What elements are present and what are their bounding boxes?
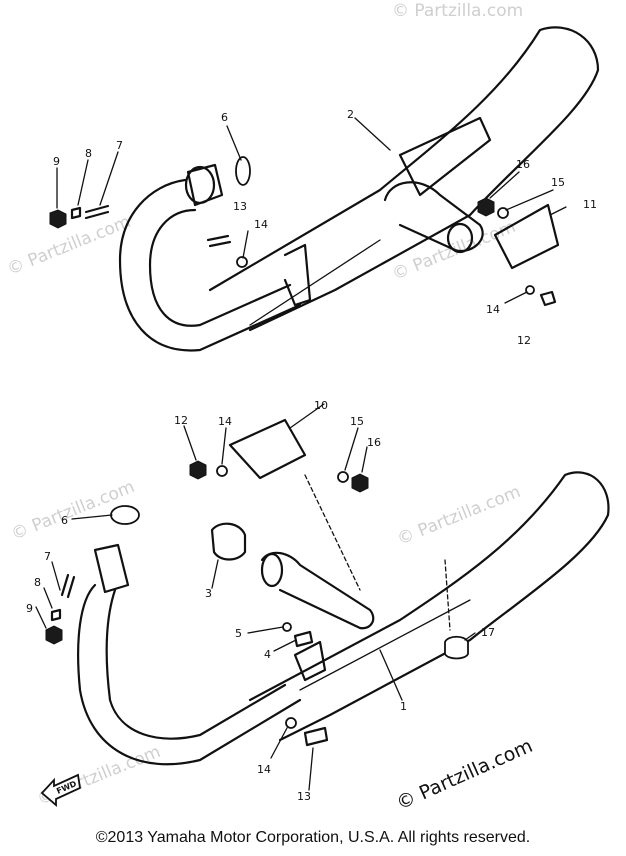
lower-pipe-flange [93, 543, 130, 594]
upper-exhaust-pipe-outer [118, 178, 302, 352]
callout-upper-7: 7 [116, 139, 123, 152]
upper-bolt [539, 290, 557, 307]
lower-washer [50, 608, 62, 622]
callout-upper-13: 13 [233, 200, 247, 213]
lower-muffler-assembly: FWD 1 3 4 5 6 7 8 [26, 399, 610, 807]
callout-lower-14: 14 [218, 415, 232, 428]
callout-lower-9: 9 [26, 602, 33, 615]
upper-bolt [206, 234, 232, 248]
lower-washer [282, 622, 292, 632]
callout-lower-15: 15 [350, 415, 364, 428]
callout-lower-14: 14 [257, 763, 271, 776]
lower-muffler-hanger [293, 640, 327, 682]
lower-washer [285, 717, 297, 729]
callout-upper-12: 12 [517, 334, 531, 347]
upper-gasket [235, 156, 251, 186]
upper-washer [236, 256, 248, 268]
upper-muffler-body [208, 26, 600, 332]
callout-upper-2: 2 [347, 108, 354, 121]
callout-lower-6: 6 [61, 514, 68, 527]
lower-washer [337, 471, 349, 483]
watermark: © Partzilla.com [394, 482, 523, 550]
callout-upper-15: 15 [551, 176, 565, 189]
partzilla-watermark: © Partzilla.com [393, 735, 536, 815]
lower-exhaust-pipe-outer [77, 583, 302, 766]
callout-lower-3: 3 [205, 587, 212, 600]
upper-stud [84, 204, 110, 220]
callout-lower-5: 5 [235, 627, 242, 640]
callout-upper-8: 8 [85, 147, 92, 160]
callout-lower-10: 10 [314, 399, 328, 412]
callout-upper-16: 16 [516, 158, 530, 171]
lower-nut [189, 460, 207, 480]
callout-lower-1: 1 [400, 700, 407, 713]
upper-washer [70, 206, 82, 220]
lower-grommet [444, 635, 469, 660]
lower-bolt [303, 726, 329, 747]
callout-lower-4: 4 [264, 648, 271, 661]
lower-nut [351, 473, 369, 493]
callout-lower-12: 12 [174, 414, 188, 427]
lower-muffler-body [248, 471, 610, 742]
upper-leaders [56, 117, 567, 304]
callout-upper-6: 6 [221, 111, 228, 124]
callout-upper-14: 14 [254, 218, 268, 231]
upper-heat-shield [398, 116, 492, 197]
upper-nut [477, 197, 495, 217]
callout-lower-7: 7 [44, 550, 51, 563]
lower-gasket [110, 505, 140, 525]
upper-inlet-tube [446, 222, 474, 254]
upper-muffler-assembly: 2 6 7 8 9 11 12 13 14 14 15 16 [49, 26, 600, 352]
lower-bolt [293, 630, 314, 648]
callout-upper-11: 11 [583, 198, 597, 211]
lower-inlet-clamp [260, 552, 284, 588]
upper-exhaust-pipe-inner [148, 208, 292, 327]
callout-lower-13: 13 [297, 790, 311, 803]
copyright-notice: ©2013 Yamaha Motor Corporation, U.S.A. A… [95, 829, 531, 846]
upper-muffler-seam [249, 239, 381, 326]
lower-washer [216, 465, 228, 477]
upper-washer [525, 285, 535, 295]
watermark: © Partzilla.com [4, 212, 133, 280]
lower-bracket [228, 418, 307, 480]
upper-bracket [493, 203, 560, 270]
upper-nut [49, 209, 67, 229]
callout-lower-17: 17 [481, 626, 495, 639]
lower-nut [45, 625, 63, 645]
lower-muffler-inlet [260, 551, 375, 630]
upper-muffler-hanger [283, 243, 312, 307]
callout-lower-8: 8 [34, 576, 41, 589]
callout-upper-9: 9 [53, 155, 60, 168]
callout-upper-14: 14 [486, 303, 500, 316]
lower-leaders [35, 403, 476, 791]
upper-pipe-flange-ring [186, 163, 224, 207]
upper-washer [497, 207, 509, 219]
lower-muffler-seam [299, 599, 471, 691]
lower-exhaust-pipe-inner [105, 588, 287, 740]
lower-stud [60, 573, 76, 599]
fwd-arrow-icon: FWD [40, 773, 81, 807]
lower-damper [210, 522, 247, 561]
callout-lower-16: 16 [367, 436, 381, 449]
watermark: © Partzilla.com [392, 1, 523, 21]
watermarks: © Partzilla.com © Partzilla.com © Partzi… [4, 1, 523, 810]
